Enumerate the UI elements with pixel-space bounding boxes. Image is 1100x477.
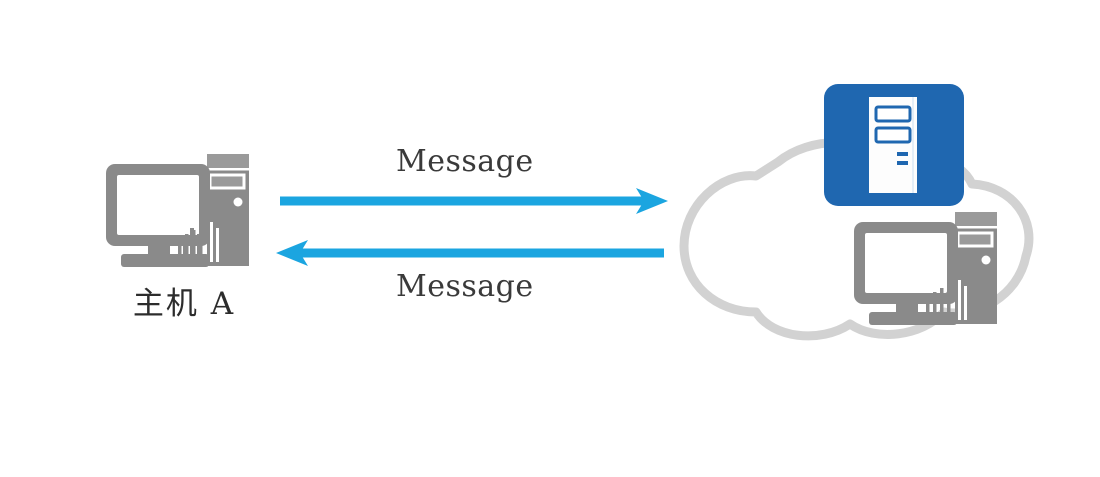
node-host-a[interactable]: 主机 A: [104, 150, 274, 330]
node-cloud-host[interactable]: [852, 208, 1002, 333]
arrow-left-icon: [276, 240, 664, 266]
node-server[interactable]: [824, 84, 964, 206]
server-tower-icon: [824, 84, 964, 206]
desktop-computer-icon: [106, 154, 249, 267]
arrow-right-icon: [280, 188, 668, 214]
desktop-computer-icon: [854, 212, 997, 325]
arrow-host-to-cloud: [278, 186, 668, 216]
arrow-cloud-to-host: [268, 238, 666, 268]
arrow-host-to-cloud-label: Message: [396, 144, 534, 179]
host-a-label: 主机 A: [132, 286, 236, 322]
arrow-cloud-to-host-label: Message: [396, 269, 534, 304]
